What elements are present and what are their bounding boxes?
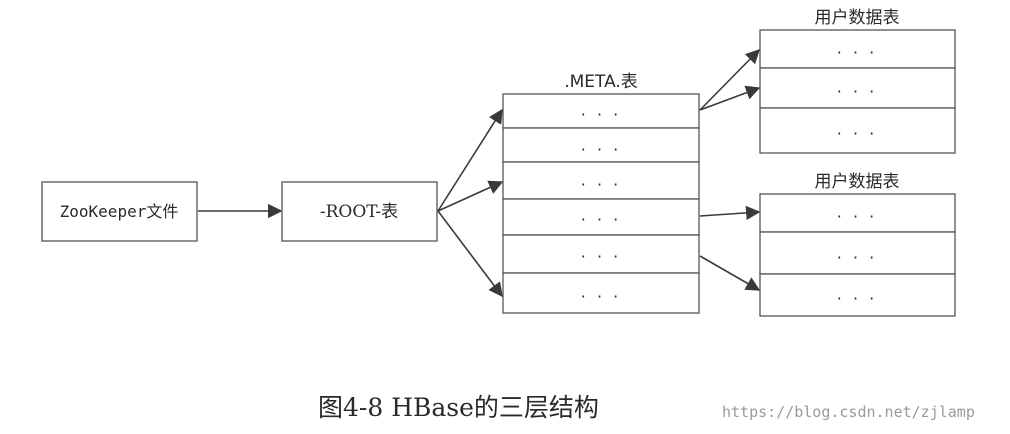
arrow-meta-to-user1-row-2 xyxy=(699,85,761,111)
arrow-root-to-meta-row-3 xyxy=(437,180,504,212)
meta-row-4-dots: · · · xyxy=(581,210,621,229)
meta-row-1 xyxy=(502,93,700,129)
meta-row-3-dots: · · · xyxy=(581,175,621,194)
meta-to-user-arrows xyxy=(699,48,761,291)
user-table-1-row-1 xyxy=(759,29,956,69)
user-table-1-title: 用户数据表 xyxy=(815,8,900,28)
arrow-root-to-meta-row-1 xyxy=(437,108,503,212)
figure-caption: 图4-8 HBase的三层结构 xyxy=(318,393,599,422)
meta-row-1-dots: · · · xyxy=(581,105,621,124)
user-table-1-row-1-dots: · · · xyxy=(837,43,877,62)
user-table-1-node: 用户数据表 · · · · · · · · · xyxy=(759,8,956,154)
root-to-meta-arrows xyxy=(437,108,504,298)
meta-table-node: .META.表 · · · · · · · · · · · · · · · · … xyxy=(502,72,700,314)
user-table-1-row-3-dots: · · · xyxy=(837,124,877,143)
user-table-2-row-1-dots: · · · xyxy=(837,207,877,226)
source-watermark: https://blog.csdn.net/zjlamp xyxy=(722,403,975,421)
arrow-root-to-meta-row-6 xyxy=(437,210,503,298)
arrow-meta-to-user2-row-1 xyxy=(699,205,761,221)
user-table-2-row-2 xyxy=(759,231,956,275)
meta-row-2-dots: · · · xyxy=(581,140,621,159)
user-table-1-row-3 xyxy=(759,107,956,154)
zookeeper-node: ZooKeeper文件 xyxy=(41,181,198,242)
user-table-2-row-2-dots: · · · xyxy=(837,248,877,267)
user-table-1-row-2-dots: · · · xyxy=(837,82,877,101)
meta-row-6-dots: · · · xyxy=(581,287,621,306)
meta-table-title: .META.表 xyxy=(564,72,638,92)
root-table-node: -ROOT-表 xyxy=(281,181,438,242)
zookeeper-label: ZooKeeper文件 xyxy=(60,202,179,221)
root-table-label: -ROOT-表 xyxy=(320,202,398,222)
meta-row-5 xyxy=(502,234,700,274)
arrow-meta-to-user1-row-1 xyxy=(699,48,761,111)
meta-row-6 xyxy=(502,272,700,314)
user-table-2-node: 用户数据表 · · · · · · · · · xyxy=(759,172,956,317)
meta-row-5-dots: · · · xyxy=(581,247,621,266)
user-table-1-row-2 xyxy=(759,67,956,109)
user-table-2-row-3-dots: · · · xyxy=(837,289,877,308)
user-table-2-row-3 xyxy=(759,273,956,317)
arrow-meta-to-user2-row-3 xyxy=(699,255,761,291)
user-table-2-title: 用户数据表 xyxy=(815,172,900,192)
user-table-2-row-1 xyxy=(759,193,956,233)
